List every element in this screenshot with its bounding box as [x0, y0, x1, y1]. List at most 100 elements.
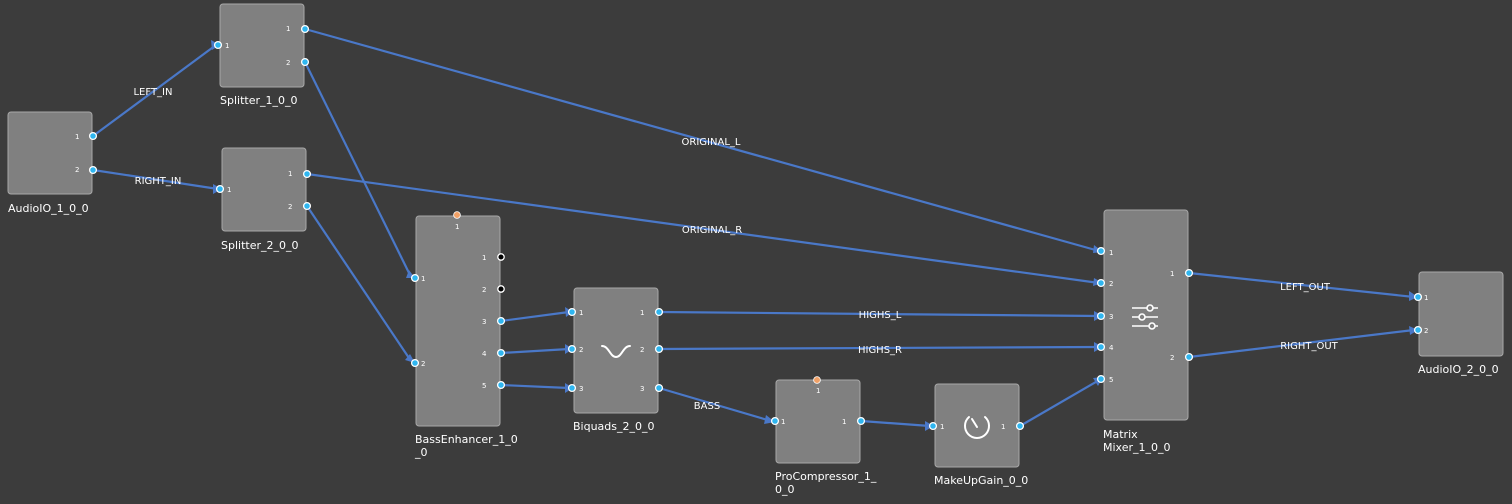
gain-knob-icon: [964, 416, 990, 439]
wire-bass4-to-biquad2[interactable]: [500, 347, 570, 355]
wire-bass[interactable]: [658, 386, 772, 423]
wire-highs-l[interactable]: [658, 310, 1100, 318]
pin-number: 2: [421, 360, 425, 368]
pin-number: 1: [640, 309, 644, 317]
input-pin-3[interactable]: [1096, 311, 1106, 321]
output-pin-1-unconnected[interactable]: [497, 253, 505, 261]
block-label: ProCompressor_1_: [775, 470, 877, 483]
block-label: Splitter_2_0_0: [221, 239, 299, 252]
block-makeup-gain[interactable]: 1 1 MakeUpGain_0_0: [928, 383, 1029, 487]
wire-original-r[interactable]: [306, 172, 1100, 285]
pin-number: 1: [286, 25, 290, 33]
output-pin-1[interactable]: [654, 307, 664, 317]
wire-label-bass: BASS: [694, 401, 720, 412]
input-pin-4[interactable]: [1096, 342, 1106, 352]
block-splitter-2[interactable]: 1 1 2 Splitter_2_0_0: [215, 147, 312, 252]
block-label: AudioIO_2_0_0: [1418, 363, 1499, 376]
wire-bass3-to-biquad1[interactable]: [500, 310, 570, 323]
wire-arrowheads: [211, 40, 1418, 431]
output-pin-4[interactable]: [496, 348, 506, 358]
input-pin-1[interactable]: [1096, 246, 1106, 256]
pin-number: 5: [1109, 376, 1113, 384]
block-audioio-in[interactable]: 1 2 AudioIO_1_0_0: [7, 111, 98, 215]
wire-splitter1-to-bass[interactable]: [304, 61, 412, 278]
output-pin-1[interactable]: [856, 416, 866, 426]
input-pin-1[interactable]: [928, 421, 938, 431]
block-body[interactable]: [219, 3, 305, 88]
wire-right-in[interactable]: [92, 168, 219, 191]
output-pin-2-unconnected[interactable]: [497, 285, 505, 293]
pin-number: 1: [1109, 249, 1113, 257]
pin-number: 3: [579, 385, 583, 393]
output-pin-1[interactable]: [300, 24, 310, 34]
wire-left-out[interactable]: [1188, 271, 1415, 299]
block-bass-enhancer[interactable]: 1 1 2 1 2 3 4 5 BassEnhancer_1_0 _0: [410, 211, 518, 459]
input-pin-5[interactable]: [1096, 374, 1106, 384]
pin-number: 1: [227, 186, 231, 194]
output-pin-2[interactable]: [302, 201, 312, 211]
output-pin-2[interactable]: [300, 57, 310, 67]
block-label: AudioIO_1_0_0: [8, 202, 89, 215]
input-pin-1[interactable]: [410, 273, 420, 283]
block-audioio-out[interactable]: 1 2 AudioIO_2_0_0: [1413, 271, 1504, 376]
block-biquads[interactable]: 1 2 3 1 2 3 Biquads_2_0_0: [567, 287, 664, 433]
wire-left-in[interactable]: [92, 44, 217, 137]
pin-number: 4: [482, 350, 487, 358]
block-body[interactable]: [1103, 209, 1189, 421]
output-pin-1[interactable]: [1184, 268, 1194, 278]
input-pin-2[interactable]: [1096, 278, 1106, 288]
input-pin-1[interactable]: [213, 40, 223, 50]
block-pro-compressor[interactable]: 1 1 1 ProCompressor_1_ 0_0: [770, 376, 877, 496]
output-pin-2[interactable]: [654, 344, 664, 354]
wire-original-l[interactable]: [304, 27, 1100, 253]
wire-gain-to-mixer[interactable]: [1019, 378, 1102, 427]
block-body[interactable]: [221, 147, 307, 232]
wire-comp-to-gain[interactable]: [860, 419, 931, 428]
wire-bass5-to-biquad3[interactable]: [500, 383, 570, 390]
pin-number: 3: [640, 385, 644, 393]
block-body[interactable]: [7, 111, 93, 195]
control-pin[interactable]: [813, 376, 821, 384]
output-pin-3[interactable]: [654, 383, 664, 393]
output-pin-2[interactable]: [88, 165, 98, 175]
output-pin-5[interactable]: [496, 380, 506, 390]
pin-number: 1: [781, 418, 785, 426]
arrow-out-in1: [1409, 291, 1418, 301]
block-body[interactable]: [573, 287, 659, 414]
input-pin-1[interactable]: [770, 416, 780, 426]
input-pin-3[interactable]: [567, 383, 577, 393]
output-pin-1[interactable]: [1015, 421, 1025, 431]
output-pin-1[interactable]: [88, 131, 98, 141]
output-pin-3[interactable]: [496, 316, 506, 326]
input-pin-2[interactable]: [410, 358, 420, 368]
block-label: _0: [414, 446, 428, 459]
block-matrix-mixer[interactable]: 1 2 3 4 5 1 2 Matrix Mixer_1_0_0: [1096, 209, 1194, 454]
pin-number: 1: [421, 275, 425, 283]
input-pin-2[interactable]: [567, 344, 577, 354]
block-body[interactable]: [1418, 271, 1504, 357]
pin-number: 1: [579, 309, 583, 317]
block-splitter-1[interactable]: 1 1 2 Splitter_1_0_0: [213, 3, 310, 107]
control-pin[interactable]: [453, 211, 461, 219]
pin-number: 1: [75, 133, 79, 141]
input-pin-1[interactable]: [215, 184, 225, 194]
pin-number: 1: [288, 170, 292, 178]
input-pin-1[interactable]: [1413, 292, 1423, 302]
pin-number: 1: [1170, 270, 1174, 278]
input-pin-2[interactable]: [1413, 325, 1423, 335]
output-pin-1[interactable]: [302, 169, 312, 179]
block-label: MakeUpGain_0_0: [934, 474, 1028, 487]
input-pin-1[interactable]: [567, 307, 577, 317]
arrow-out-in2: [1409, 326, 1418, 335]
block-body[interactable]: [415, 215, 501, 427]
block-label: BassEnhancer_1_0: [415, 433, 518, 446]
pin-number: 1: [455, 223, 459, 231]
block-label: Biquads_2_0_0: [573, 420, 655, 433]
wire-splitter2-to-bass[interactable]: [306, 205, 412, 362]
wire-right-out[interactable]: [1188, 328, 1415, 359]
output-pin-2[interactable]: [1184, 352, 1194, 362]
wire-highs-r[interactable]: [658, 345, 1100, 351]
pin-number: 1: [816, 387, 820, 395]
pin-number: 5: [482, 382, 486, 390]
